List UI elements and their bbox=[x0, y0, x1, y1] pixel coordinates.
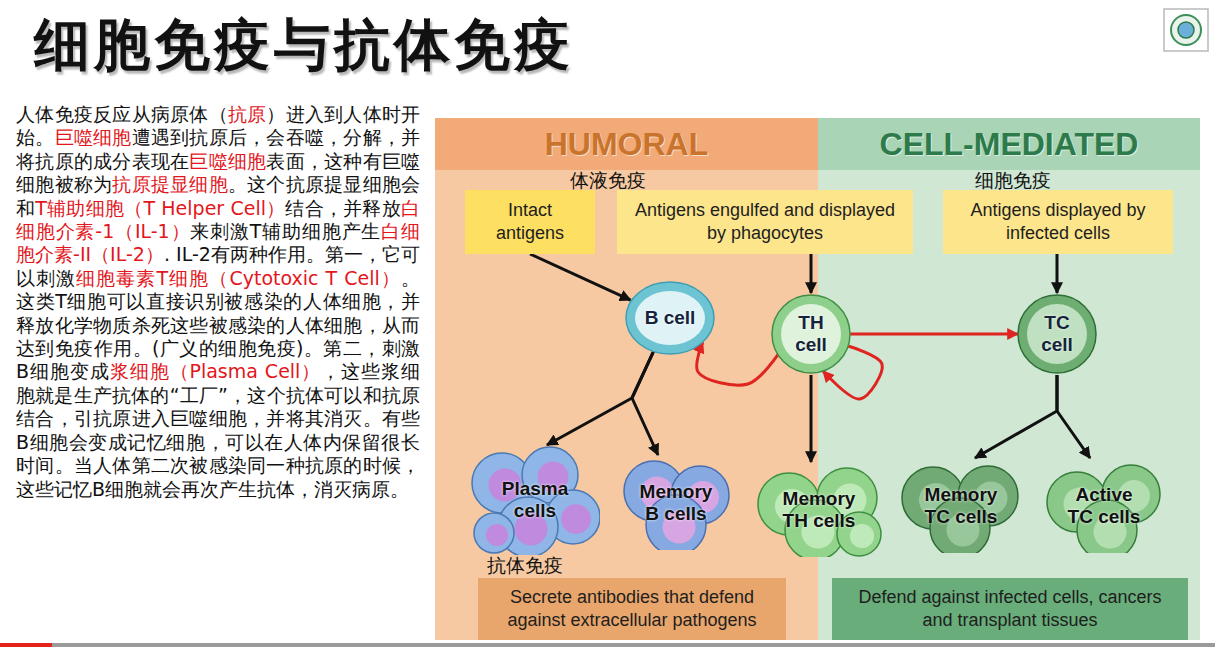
progress-bar bbox=[0, 643, 52, 647]
node-label: Memory TC cells bbox=[921, 484, 1001, 528]
cell-body bbox=[635, 291, 705, 345]
highlight-term: 细胞毒素T细胞（Cytotoxic T Cell） bbox=[76, 267, 401, 289]
connector-arrow bbox=[810, 375, 813, 462]
cell-membrane bbox=[474, 513, 514, 553]
result-box: Secrete antibodies that defend against e… bbox=[478, 578, 786, 640]
progress-track bbox=[0, 643, 1215, 647]
connector-arrow bbox=[697, 342, 778, 385]
node-label: TH cell bbox=[789, 312, 833, 356]
connector-arrow bbox=[547, 351, 654, 445]
cytotoxic-t-cell: TC cell bbox=[1016, 293, 1098, 375]
node-label: Memory B cells bbox=[636, 481, 716, 525]
cell-membrane bbox=[1018, 295, 1096, 373]
node-label: Defend against infected cells, cancers a… bbox=[842, 586, 1178, 632]
body-paragraph: 人体免疫反应从病原体（抗原）进入到人体时开始。巨噬细胞遭遇到抗原后，会吞噬，分解… bbox=[16, 103, 420, 501]
connector-arrow bbox=[530, 254, 631, 300]
cell-body bbox=[781, 304, 841, 364]
node-label: Antigens displayed by infected cells bbox=[953, 199, 1163, 245]
highlight-term: 巨噬细胞 bbox=[189, 150, 266, 172]
memory-cytotoxic-t-cells: Memory TC cells bbox=[900, 458, 1022, 553]
logo-core bbox=[1178, 22, 1194, 38]
node-label: Secrete antibodies that defend against e… bbox=[488, 586, 776, 632]
logo-ring bbox=[1171, 15, 1201, 45]
active-cytotoxic-t-cells: Active TC cells bbox=[1045, 458, 1163, 553]
cell-membrane bbox=[772, 295, 850, 373]
connector-arrow bbox=[1057, 375, 1090, 458]
antigen-box: Intact antigens bbox=[465, 190, 595, 254]
logo-frame bbox=[1164, 9, 1208, 51]
band-heading: HUMORAL bbox=[435, 118, 818, 170]
band-header-fill bbox=[435, 118, 818, 170]
body-text: 人体免疫反应从病原体（ bbox=[16, 103, 228, 125]
memory-b-cells: Memory B cells bbox=[620, 455, 732, 550]
cell-membrane bbox=[626, 282, 714, 354]
plasma-cells: Plasma cells bbox=[470, 445, 600, 555]
cell-nucleus bbox=[486, 524, 508, 546]
helper-t-cell: TH cell bbox=[770, 293, 852, 375]
node-label: Intact antigens bbox=[475, 199, 585, 245]
b-cell: B cell bbox=[624, 280, 716, 356]
logo bbox=[1164, 9, 1208, 51]
connector-arrow bbox=[632, 351, 658, 455]
result-box: Defend against infected cells, cancers a… bbox=[832, 578, 1188, 640]
band-fills bbox=[435, 118, 1200, 640]
chinese-annotation: 细胞免疫 bbox=[975, 168, 1051, 194]
highlight-term: 浆细胞（Plasma Cell） bbox=[110, 360, 322, 382]
node-label: Memory TH cells bbox=[779, 488, 859, 532]
band-header-fill bbox=[818, 118, 1200, 170]
highlight-term: 巨噬细胞 bbox=[55, 126, 132, 148]
connector-arrow bbox=[975, 375, 1057, 458]
antigen-box: Antigens engulfed and displayed by phago… bbox=[617, 190, 913, 254]
node-label: Active TC cells bbox=[1064, 484, 1144, 528]
connector-arrow bbox=[850, 333, 1018, 336]
node-label: Antigens engulfed and displayed by phago… bbox=[627, 199, 903, 245]
node-label: TC cell bbox=[1035, 312, 1079, 356]
band-heading: CELL-MEDIATED bbox=[818, 118, 1200, 170]
cell-nucleus bbox=[561, 504, 591, 534]
connector-arrow bbox=[1056, 254, 1059, 293]
cell bbox=[474, 513, 514, 553]
highlight-term: T辅助细胞（T Helper Cell） bbox=[35, 197, 285, 219]
chinese-annotation: 抗体免疫 bbox=[487, 553, 563, 579]
cell-body bbox=[1027, 304, 1087, 364]
node-label: B cell bbox=[639, 307, 701, 329]
chinese-annotation: 体液免疫 bbox=[570, 168, 646, 194]
highlight-term: 抗原 bbox=[228, 103, 267, 125]
connector-arrow bbox=[810, 254, 813, 293]
slide-title: 细胞免疫与抗体免疫 bbox=[34, 8, 574, 84]
body-text: 结合，并释放 bbox=[285, 197, 401, 219]
memory-helper-t-cells: Memory TH cells bbox=[755, 462, 883, 557]
node-label: Plasma cells bbox=[495, 478, 575, 522]
body-text: 来刺激T辅助细胞产生 bbox=[190, 220, 381, 242]
antigen-box: Antigens displayed by infected cells bbox=[943, 190, 1173, 254]
highlight-term: 抗原提显细胞 bbox=[112, 173, 228, 195]
